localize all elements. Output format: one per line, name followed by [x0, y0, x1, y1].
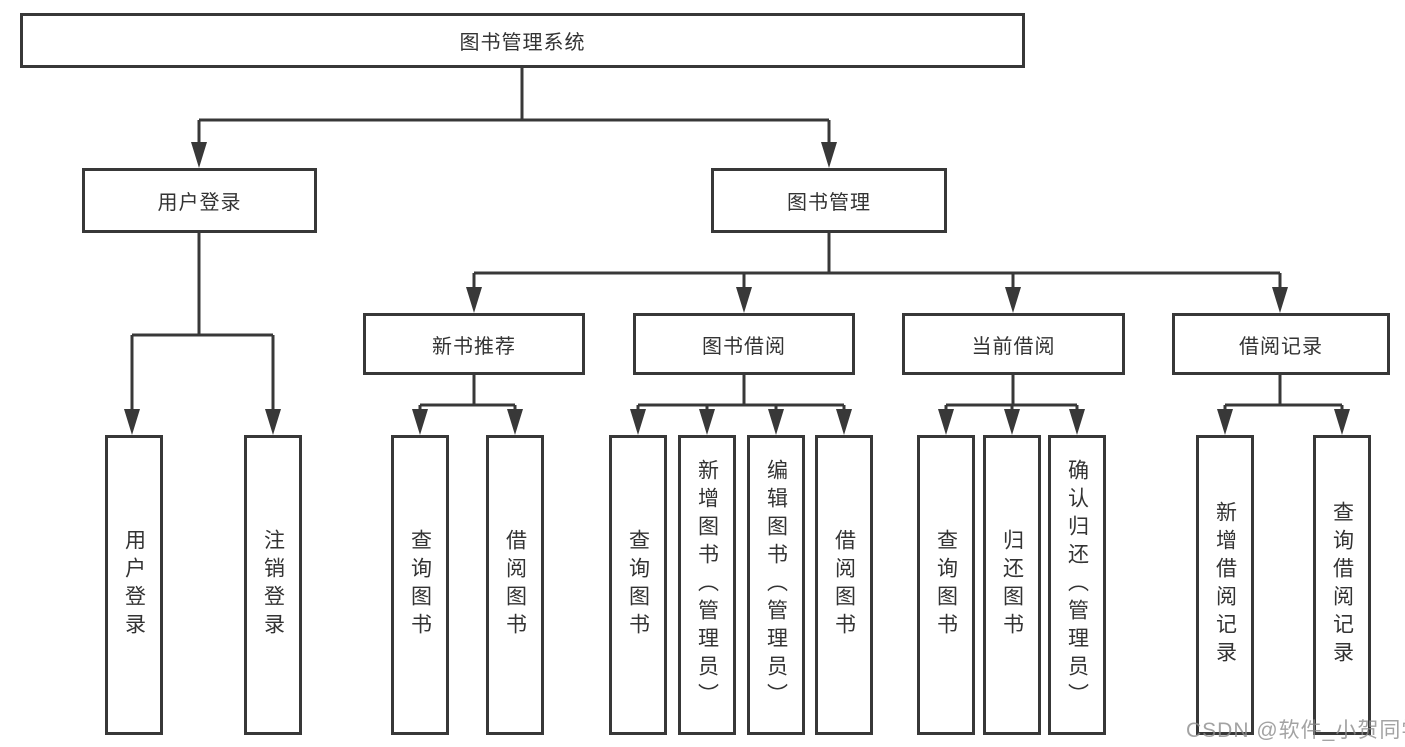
leaf-current-return-book: 归还图书	[983, 435, 1041, 735]
leaf-records-add-record: 新增借阅记录	[1196, 435, 1254, 735]
node-new-book-recommend: 新书推荐	[363, 313, 585, 375]
leaf-borrow-query-book-label: 查询图书	[626, 529, 650, 641]
leaf-recommend-borrow-book-label: 借阅图书	[503, 529, 527, 641]
node-new-book-recommend-label: 新书推荐	[432, 335, 516, 358]
connector-root-to-level2	[191, 68, 837, 168]
leaf-records-query-record: 查询借阅记录	[1313, 435, 1371, 735]
connector-book-borrow-children	[630, 375, 852, 435]
connector-book-management-children	[466, 233, 1288, 313]
leaf-borrow-borrow-book: 借阅图书	[815, 435, 873, 735]
leaf-current-confirm-return-admin: 确认归还（管理员）	[1048, 435, 1106, 735]
node-root-label: 图书管理系统	[459, 32, 586, 54]
leaf-borrow-edit-book-admin: 编辑图书（管理员）	[747, 435, 805, 735]
leaf-logout: 注销登录	[244, 435, 302, 735]
leaf-recommend-query-book: 查询图书	[391, 435, 449, 735]
connector-user-login-children	[124, 233, 281, 435]
leaf-recommend-query-book-label: 查询图书	[408, 529, 432, 641]
csdn-watermark: CSDN @软件_小贺同学	[1186, 719, 1405, 742]
leaf-borrow-query-book: 查询图书	[609, 435, 667, 735]
node-root: 图书管理系统	[20, 13, 1025, 68]
leaf-current-return-book-label: 归还图书	[1000, 529, 1024, 641]
connector-borrow-records-children	[1217, 375, 1350, 435]
leaf-current-query-book: 查询图书	[917, 435, 975, 735]
leaf-records-add-record-label: 新增借阅记录	[1213, 501, 1237, 669]
node-book-borrow: 图书借阅	[633, 313, 855, 375]
leaf-records-query-record-label: 查询借阅记录	[1330, 501, 1354, 669]
leaf-user-login-label: 用户登录	[122, 529, 146, 641]
leaf-user-login: 用户登录	[105, 435, 163, 735]
leaf-borrow-borrow-book-label: 借阅图书	[832, 529, 856, 641]
leaf-recommend-borrow-book: 借阅图书	[486, 435, 544, 735]
connector-current-borrow-children	[938, 375, 1085, 435]
node-user-login-label: 用户登录	[157, 192, 242, 214]
node-book-borrow-label: 图书借阅	[702, 335, 786, 358]
node-current-borrow: 当前借阅	[902, 313, 1125, 375]
node-current-borrow-label: 当前借阅	[971, 335, 1056, 358]
leaf-current-confirm-return-admin-label: 确认归还（管理员）	[1065, 459, 1089, 711]
connector-new-book-children	[412, 375, 523, 435]
leaf-borrow-add-book-admin-label: 新增图书（管理员）	[695, 459, 719, 711]
leaf-logout-label: 注销登录	[261, 529, 285, 641]
leaf-borrow-edit-book-admin-label: 编辑图书（管理员）	[764, 459, 788, 711]
node-borrow-records: 借阅记录	[1172, 313, 1390, 375]
node-borrow-records-label: 借阅记录	[1239, 335, 1323, 358]
leaf-borrow-add-book-admin: 新增图书（管理员）	[678, 435, 736, 735]
node-book-management: 图书管理	[711, 168, 947, 233]
leaf-current-query-book-label: 查询图书	[934, 529, 958, 641]
node-book-management-label: 图书管理	[787, 192, 871, 214]
node-user-login: 用户登录	[82, 168, 317, 233]
